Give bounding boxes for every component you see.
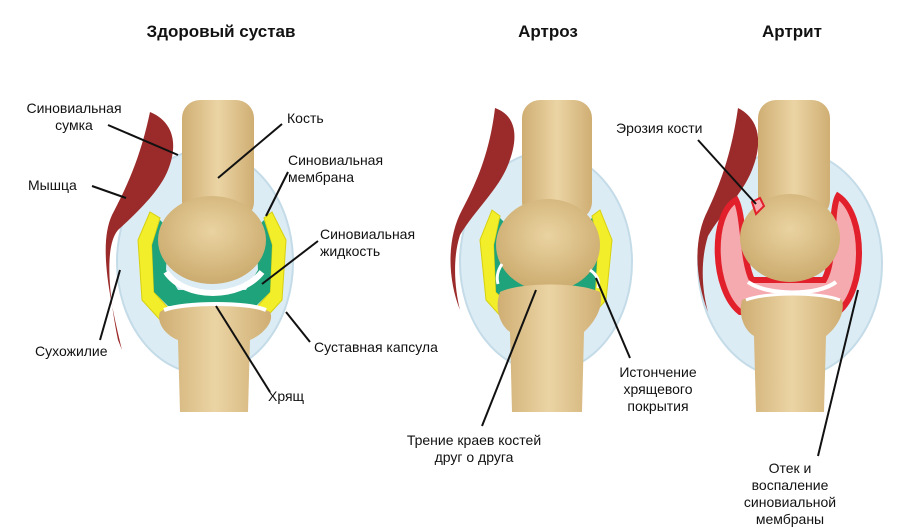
label-muscle: Мышца	[28, 177, 77, 193]
leader-cartilage-thinning	[595, 277, 631, 359]
arthrosis-upper-bone-shaft	[522, 100, 592, 220]
arthritis-upper-bone-head	[740, 194, 840, 282]
healthy-upper-bone-shaft	[182, 100, 254, 220]
arthrosis-joint	[450, 100, 633, 412]
leader-bone-erosion	[697, 139, 757, 205]
leader-bone	[217, 123, 283, 179]
label-membrane-inflammation: Отек и воспаление синовиальной мембраны	[743, 460, 837, 527]
label-bone-erosion: Эрозия кости	[616, 120, 703, 136]
label-bone-friction: Трение краев костей друг о друга	[406, 432, 542, 465]
arthrosis-lower-bone	[497, 284, 602, 412]
healthy-muscle	[105, 112, 174, 350]
title-arthrosis: Артроз	[518, 22, 578, 41]
title-arthritis: Артрит	[762, 22, 822, 41]
healthy-cartilage	[163, 270, 265, 296]
leader-joint-capsule	[285, 311, 311, 343]
healthy-lower-cartilage	[163, 302, 267, 312]
leader-tendon	[99, 269, 121, 341]
leader-synovial-membrane	[265, 171, 289, 217]
label-synovial-fluid: Синовиальная жидкость	[320, 226, 416, 259]
leader-lines	[91, 123, 859, 457]
arthritis-lower-cartilage	[745, 292, 841, 302]
leader-synovial-fluid	[261, 240, 319, 285]
arthrosis-thin-cartilage-left	[495, 263, 504, 285]
healthy-synovial-membrane	[137, 211, 287, 323]
leader-cartilage	[215, 305, 271, 393]
arthritis-joint	[697, 100, 883, 412]
healthy-joint	[105, 100, 294, 412]
arthrosis-upper-bone-head	[496, 199, 600, 291]
label-bone: Кость	[287, 110, 324, 126]
healthy-upper-bone-head	[158, 196, 266, 284]
title-healthy: Здоровый сустав	[146, 22, 296, 41]
arthritis-muscle	[697, 108, 759, 312]
leader-muscle	[91, 185, 127, 199]
leader-synovial-bursa	[107, 124, 179, 156]
label-cartilage: Хрящ	[268, 388, 305, 404]
healthy-lower-bone	[159, 303, 272, 412]
arthritis-lower-bone	[740, 294, 843, 412]
arthrosis-thin-cartilage	[589, 268, 600, 289]
label-joint-capsule: Суставная капсула	[314, 339, 438, 355]
label-synovial-membrane: Синовиальная мембрана	[288, 152, 384, 185]
arthritis-cartilage	[746, 280, 838, 295]
label-tendon: Сухожилие	[35, 343, 108, 359]
label-synovial-bursa: Синовиальная сумка	[26, 100, 122, 133]
leader-membrane-inflammation	[817, 289, 859, 457]
leader-bone-friction	[481, 289, 537, 427]
arthritis-upper-bone-shaft	[758, 100, 830, 218]
label-cartilage-thinning: Истончение хрящевого покрытия	[619, 364, 697, 414]
arthrosis-muscle	[450, 108, 515, 310]
